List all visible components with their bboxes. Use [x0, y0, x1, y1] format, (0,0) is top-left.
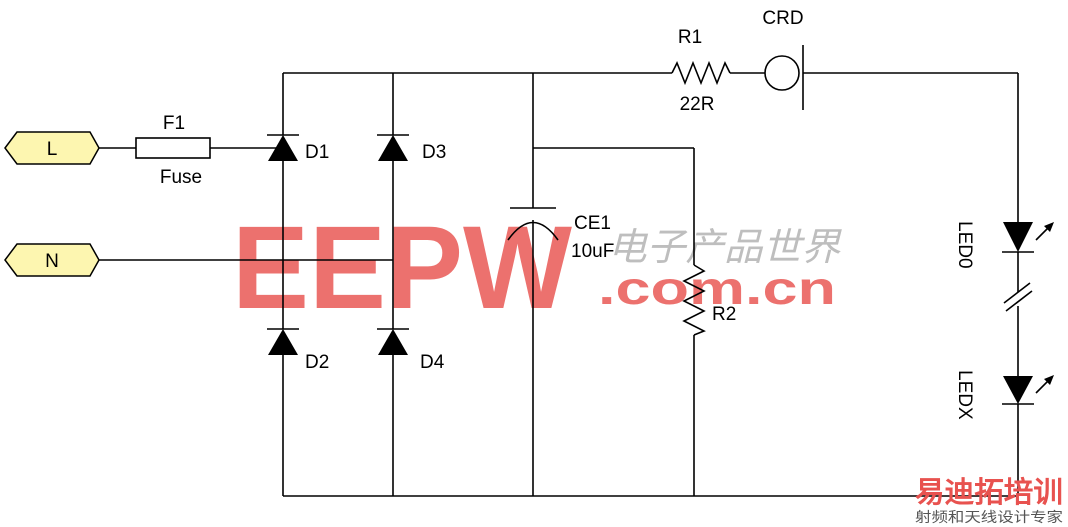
- led-ledx: LEDX: [954, 370, 1054, 420]
- crd-diode: CRD: [762, 8, 804, 110]
- resistor-r1-value: 22R: [680, 94, 715, 115]
- fuse-f1: F1 Fuse: [135, 113, 211, 188]
- diode-d4-label: D4: [420, 352, 445, 373]
- watermark-domain: .com.cn: [598, 262, 836, 314]
- diode-d2: D2: [267, 328, 329, 373]
- resistor-r2: R2: [682, 264, 736, 336]
- diode-d4: D4: [377, 328, 445, 373]
- led-ledx-label: LEDX: [954, 370, 975, 420]
- fuse-ref: F1: [163, 113, 185, 134]
- corner-logo-subtitle: 射频和天线设计专家: [915, 509, 1063, 525]
- capacitor-ce1: CE1 10uF: [507, 207, 614, 262]
- resistor-r2-ref: R2: [712, 304, 736, 325]
- crd-ref: CRD: [762, 8, 803, 29]
- terminal-n-label: N: [45, 251, 59, 272]
- resistor-r1: R1 22R: [671, 27, 731, 115]
- diode-d3: D3: [377, 134, 446, 163]
- wires: [99, 72, 1019, 497]
- led-break: [1003, 282, 1033, 312]
- capacitor-ref: CE1: [574, 213, 611, 234]
- watermark: EEPW .com.cn 电子产品世界: [232, 202, 842, 334]
- diode-d2-label: D2: [305, 352, 329, 373]
- terminal-l-label: L: [47, 139, 58, 160]
- led-led0: LED0: [954, 221, 1054, 269]
- diode-d1-label: D1: [305, 142, 329, 163]
- diode-d3-label: D3: [422, 142, 446, 163]
- terminal-n: N: [4, 243, 100, 277]
- corner-logo-title: 易迪拓培训: [915, 475, 1063, 509]
- capacitor-value: 10uF: [571, 241, 614, 262]
- diode-d1: D1: [267, 134, 329, 163]
- resistor-r1-ref: R1: [678, 27, 702, 48]
- watermark-eepw: EEPW: [232, 202, 573, 334]
- watermark-chinese: 电子产品世界: [608, 227, 842, 269]
- terminal-l: L: [4, 131, 100, 165]
- led-led0-label: LED0: [954, 221, 975, 269]
- fuse-value: Fuse: [160, 167, 202, 188]
- corner-logo: 易迪拓培训 射频和天线设计专家: [915, 475, 1063, 525]
